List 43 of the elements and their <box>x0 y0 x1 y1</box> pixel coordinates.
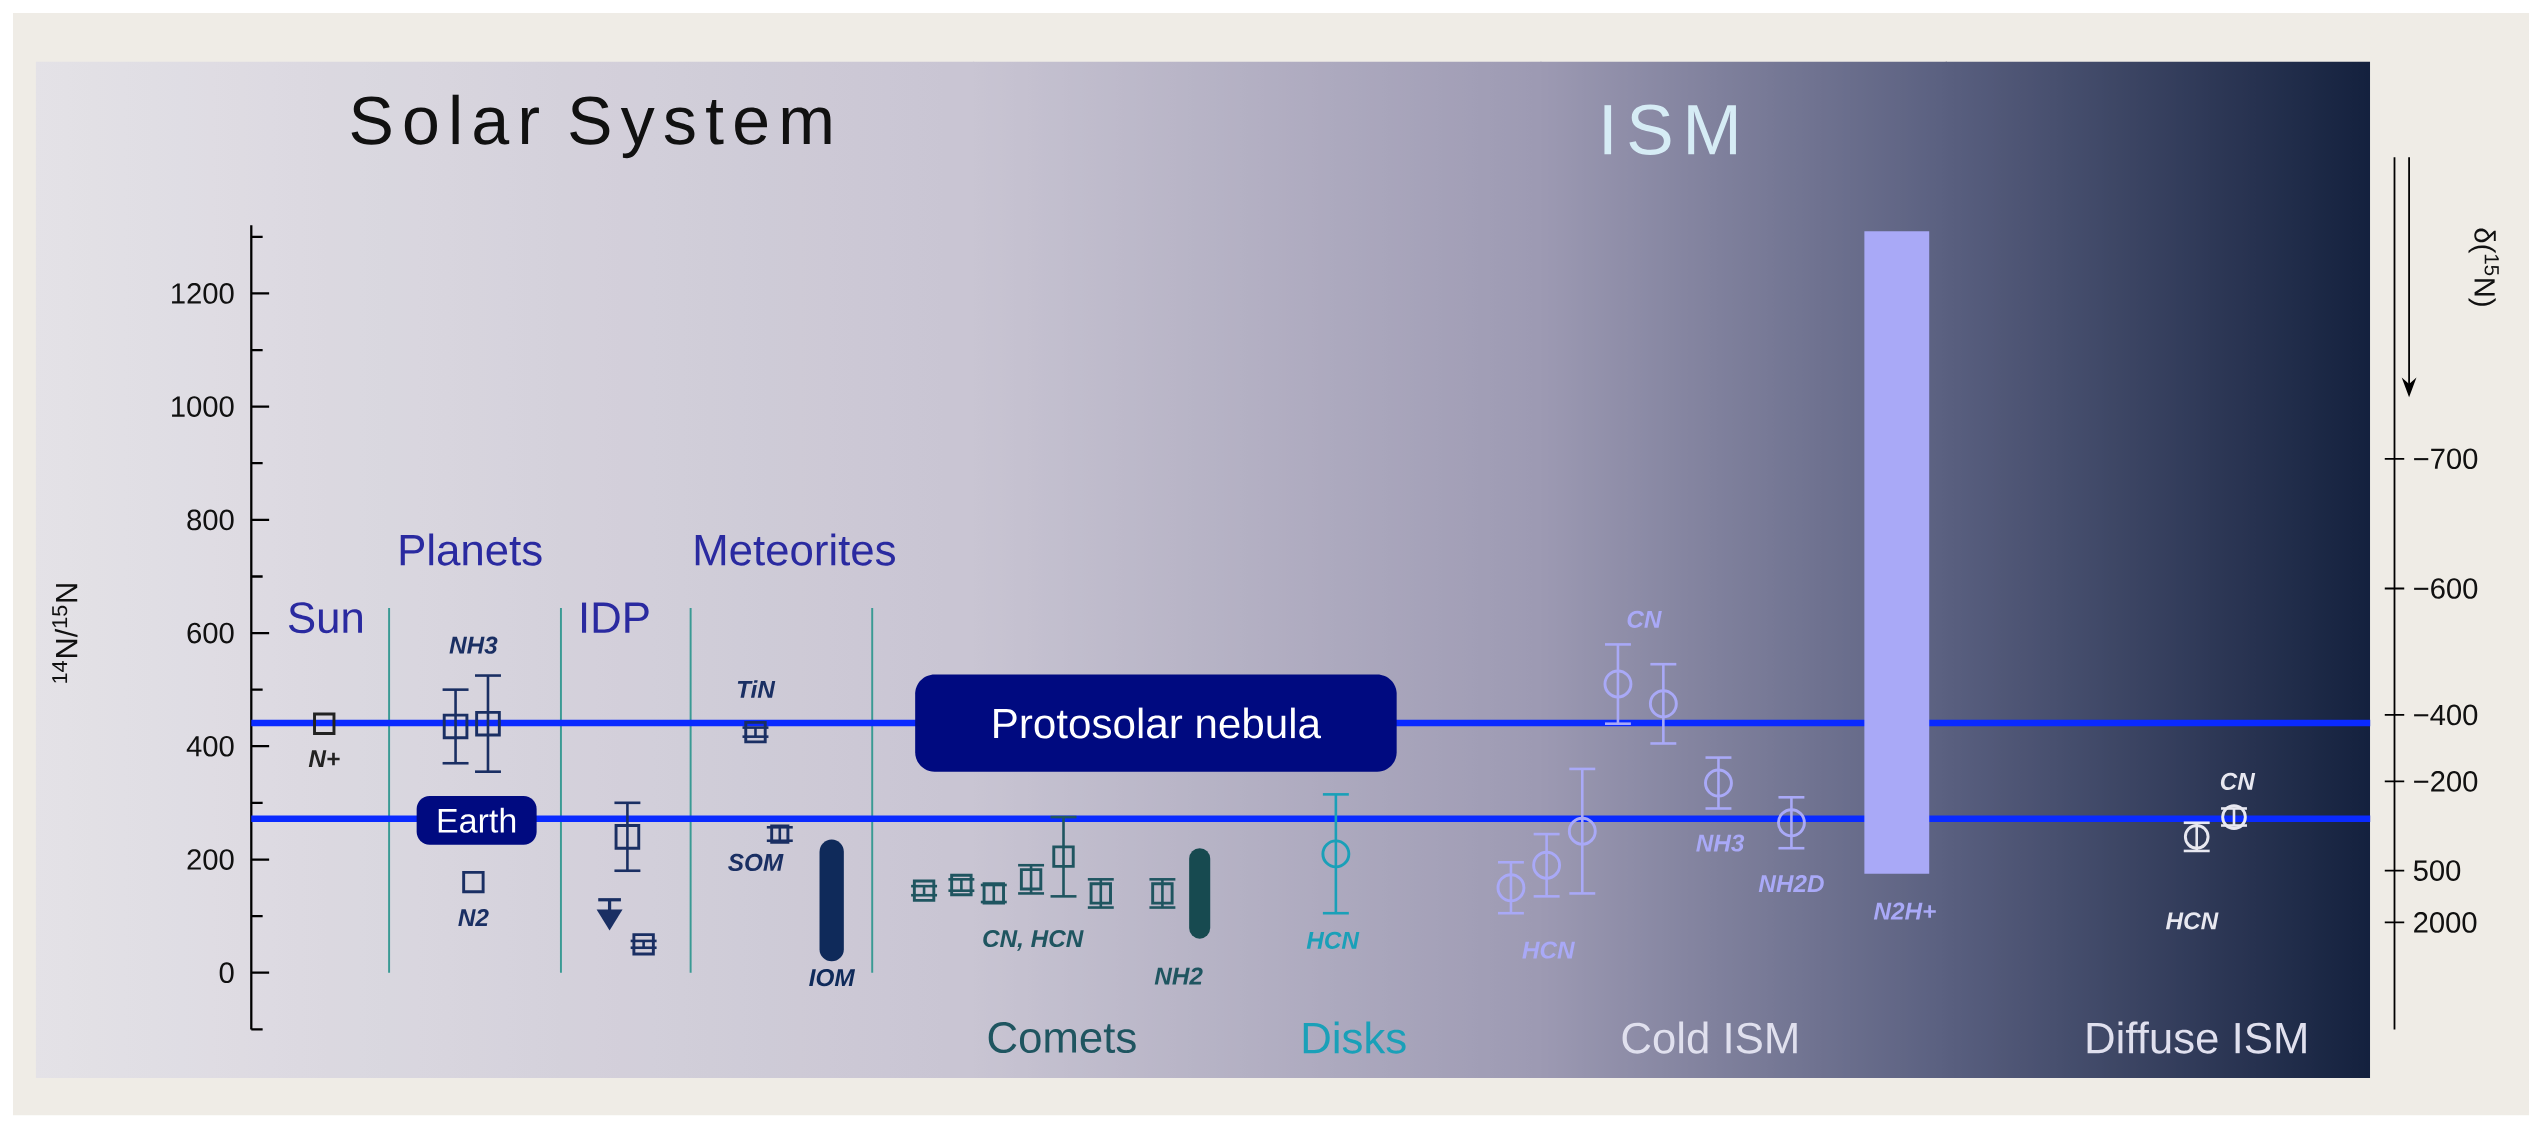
tick-label: 400 <box>186 735 234 757</box>
series-label: SOM <box>728 853 784 871</box>
series-label: CN <box>1627 610 1662 628</box>
tick-label: 500 <box>2413 860 2461 881</box>
series-label: HCN <box>2165 912 2219 930</box>
series-label: NH3 <box>449 636 498 654</box>
group-label: Diffuse ISM <box>2087 1021 2306 1054</box>
axis-label: $^{14}$N/$^{15}$N <box>52 584 78 683</box>
series-label: N+ <box>308 750 340 767</box>
series-label: N2H+ <box>1873 902 1936 920</box>
tick-label: −200 <box>2414 770 2478 792</box>
series-label: HCN <box>1306 931 1360 949</box>
series-label: NH2D <box>1758 874 1824 892</box>
tick-label: 800 <box>187 509 234 531</box>
group-label: Sun <box>288 602 362 633</box>
tick-label: −400 <box>2414 704 2478 726</box>
tick-label: 1200 <box>172 282 234 304</box>
tick-label: 200 <box>187 849 234 870</box>
series-label: N2 <box>458 908 489 926</box>
tick-label: −700 <box>2414 448 2478 469</box>
region-title: Solar System <box>351 94 831 159</box>
tick-label: 0 <box>219 962 234 983</box>
series-label: NH3 <box>1696 834 1745 852</box>
group-label: Disks <box>1303 1021 1406 1054</box>
group-label: Planets <box>400 533 542 566</box>
label-box: Protosolar nebula <box>915 674 1397 772</box>
group-label: Cold ISM <box>1622 1021 1797 1054</box>
tick-label: 1000 <box>172 396 234 417</box>
group-label: IDP <box>582 602 649 633</box>
series-label: CN, HCN <box>983 929 1084 951</box>
region-title: ISM <box>1604 104 1736 155</box>
series-label: IOM <box>809 968 856 986</box>
series-label: HCN <box>1522 941 1575 959</box>
series-label: TiN <box>737 680 776 698</box>
axis-label: δ($^{15}$N) <box>2468 228 2499 306</box>
label-box: Earth <box>416 795 537 845</box>
tick-label: 600 <box>187 622 234 644</box>
group-label: Meteorites <box>695 533 895 566</box>
tick-label: 2000 <box>2414 911 2477 933</box>
series-label: NH2 <box>1154 967 1203 985</box>
group-label: Comets <box>988 1021 1136 1053</box>
tick-label: −600 <box>2414 578 2478 599</box>
series-label: CN <box>2220 772 2256 790</box>
